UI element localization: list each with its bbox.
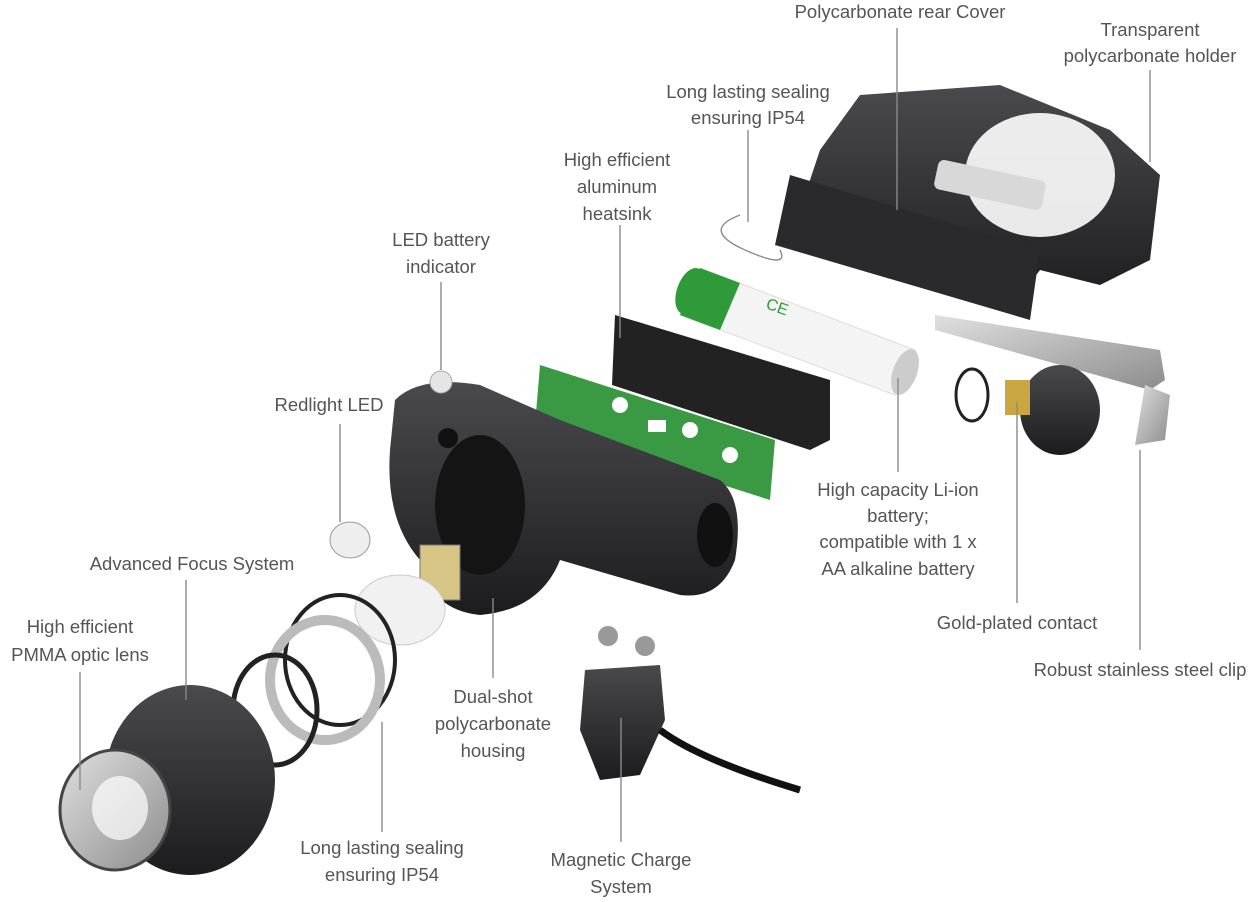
leader-lines	[79, 28, 1151, 842]
top-seal-ring	[720, 214, 783, 261]
contact-part	[1020, 365, 1100, 455]
pcb-part	[535, 365, 775, 500]
clip-part	[935, 315, 1170, 445]
o-ring-part	[954, 367, 990, 423]
lens-ring-part	[265, 615, 385, 745]
seal-ring-part	[283, 593, 397, 727]
label-focus: Advanced Focus System	[90, 553, 295, 574]
redlight-part	[329, 521, 371, 559]
svg-text:CE: CE	[764, 296, 791, 320]
label-redlight: Redlight LED	[274, 394, 383, 415]
label-contact: Gold-plated contact	[937, 612, 1097, 633]
housing-part	[389, 382, 738, 615]
label-clip: Robust stainless steel clip	[1034, 659, 1247, 680]
reflector-part	[354, 574, 446, 646]
label-rear-cover: Polycarbonate rear Cover	[795, 1, 1006, 22]
magnetic-charger-part	[580, 626, 802, 794]
rear-cover-part	[775, 85, 1160, 320]
heatsink-part	[612, 315, 830, 450]
led-indicator-part	[429, 370, 453, 394]
battery-part: CE	[675, 267, 919, 396]
